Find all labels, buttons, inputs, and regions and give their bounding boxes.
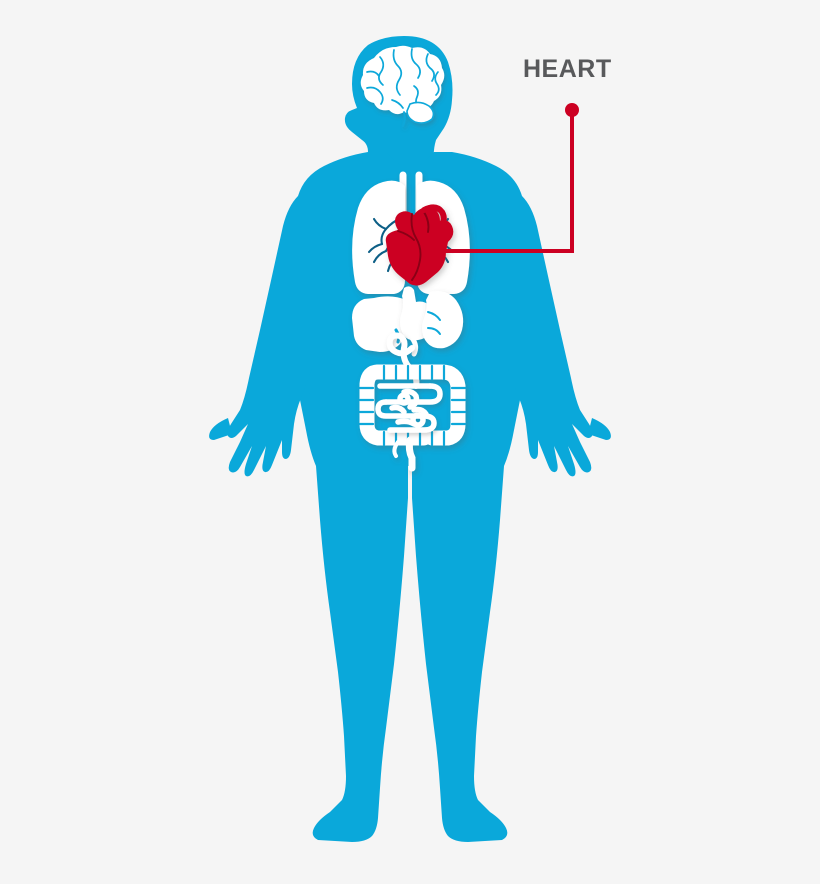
heart-callout-label: HEART bbox=[523, 55, 612, 83]
callout-line bbox=[425, 110, 574, 253]
appendix bbox=[392, 440, 400, 458]
kidney-organ bbox=[422, 291, 464, 349]
kidney-vessels bbox=[427, 311, 441, 335]
duodenum bbox=[409, 335, 419, 357]
large-intestine-organ bbox=[358, 364, 467, 472]
brain-stem bbox=[402, 111, 406, 127]
heart-organ[interactable] bbox=[385, 204, 454, 286]
left-arm-shape bbox=[227, 196, 312, 477]
right-leg-shape bbox=[412, 466, 508, 842]
aorta-arch bbox=[421, 204, 447, 229]
left-leg-shape bbox=[312, 466, 408, 842]
rectum bbox=[405, 436, 416, 472]
right-arm-shape bbox=[508, 196, 593, 477]
cerebellum bbox=[406, 101, 435, 124]
kidney-shape bbox=[422, 291, 464, 349]
small-intestine-organ bbox=[375, 383, 443, 433]
callout-dot bbox=[565, 103, 579, 117]
large-intestine-shape bbox=[370, 364, 466, 446]
brain-organ bbox=[360, 45, 445, 127]
left-hand-shape bbox=[209, 418, 232, 440]
heart-callout-connector bbox=[425, 103, 579, 253]
body-silhouette bbox=[209, 36, 611, 842]
heart-vessels bbox=[397, 211, 430, 281]
brain-outline bbox=[360, 45, 445, 115]
right-hand-shape bbox=[588, 418, 611, 440]
